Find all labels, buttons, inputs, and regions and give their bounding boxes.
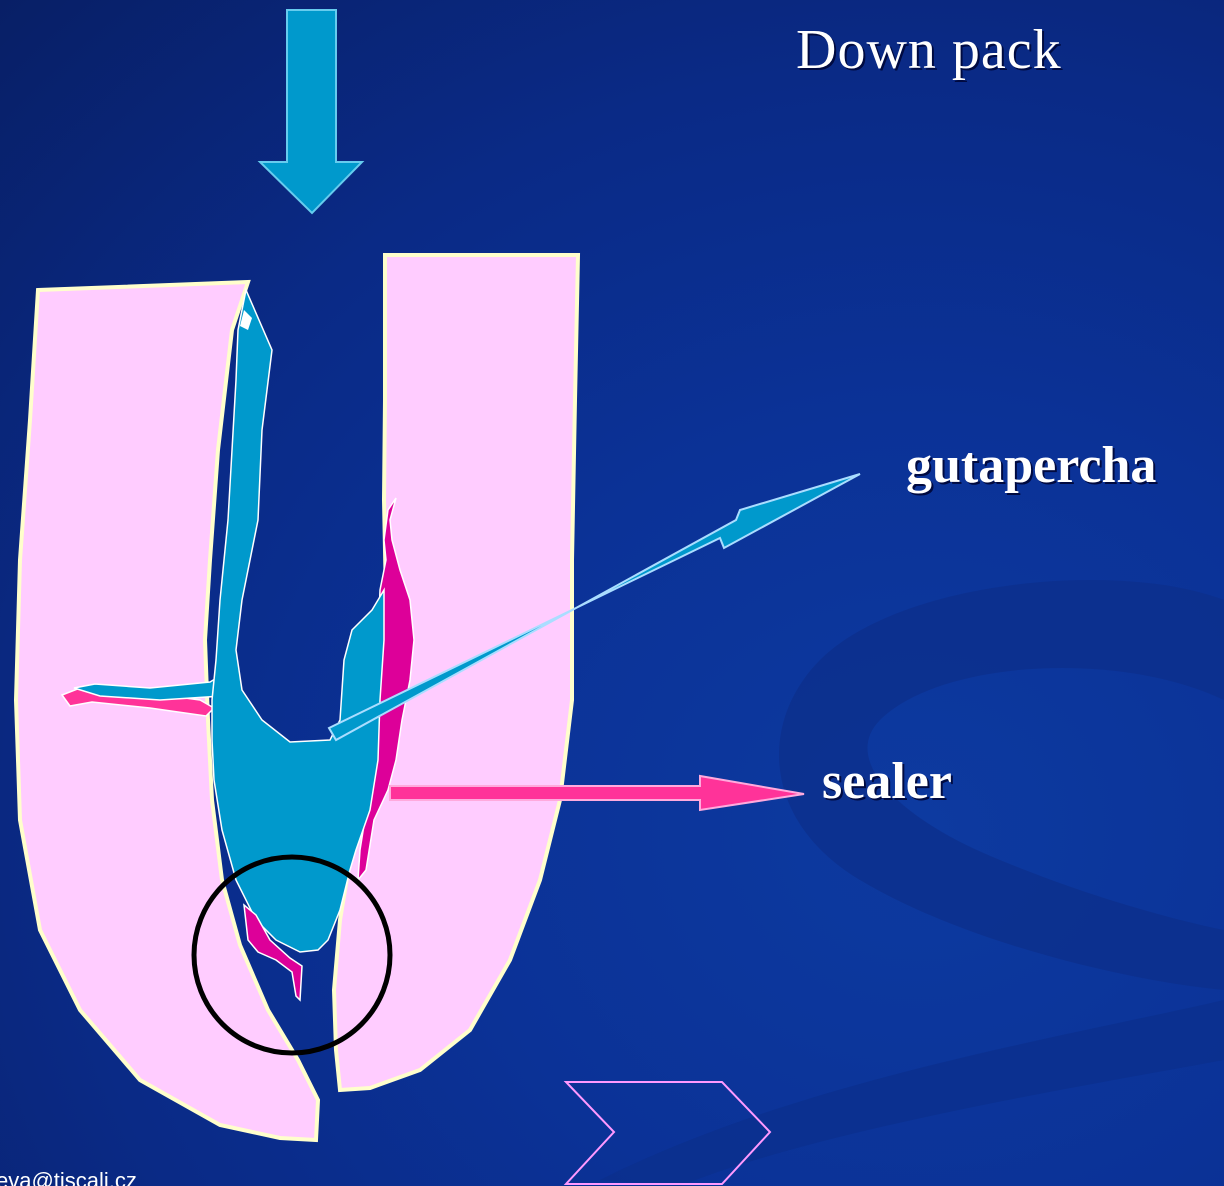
sealer-label: sealer xyxy=(822,752,952,811)
footer-email: eva@tiscali.cz xyxy=(0,1168,137,1186)
gutta-label: gutapercha xyxy=(906,436,1156,495)
down-arrow-icon xyxy=(260,10,362,213)
chevron-right-icon[interactable] xyxy=(562,1080,774,1186)
slide-title: Down pack xyxy=(796,18,1062,82)
